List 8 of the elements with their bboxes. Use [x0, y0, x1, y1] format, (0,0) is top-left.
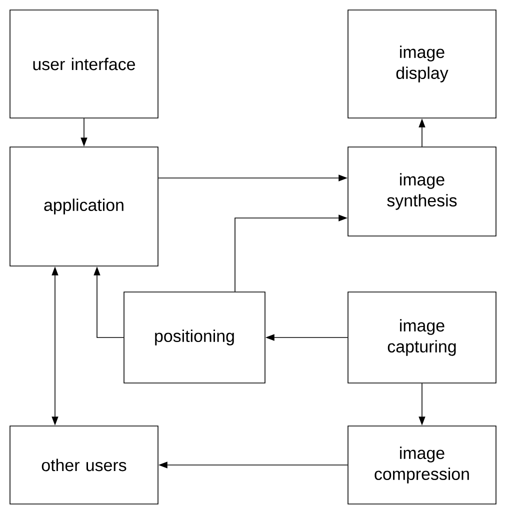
- process-box: image capturing: [348, 292, 496, 384]
- process-box: other users: [10, 426, 158, 504]
- process-box: positioning: [124, 292, 266, 384]
- process-box: image display: [348, 10, 496, 118]
- process-box: user interface: [10, 10, 158, 118]
- process-box: image synthesis: [348, 146, 496, 236]
- process-box: image compression: [348, 426, 496, 504]
- process-box: application: [10, 146, 158, 266]
